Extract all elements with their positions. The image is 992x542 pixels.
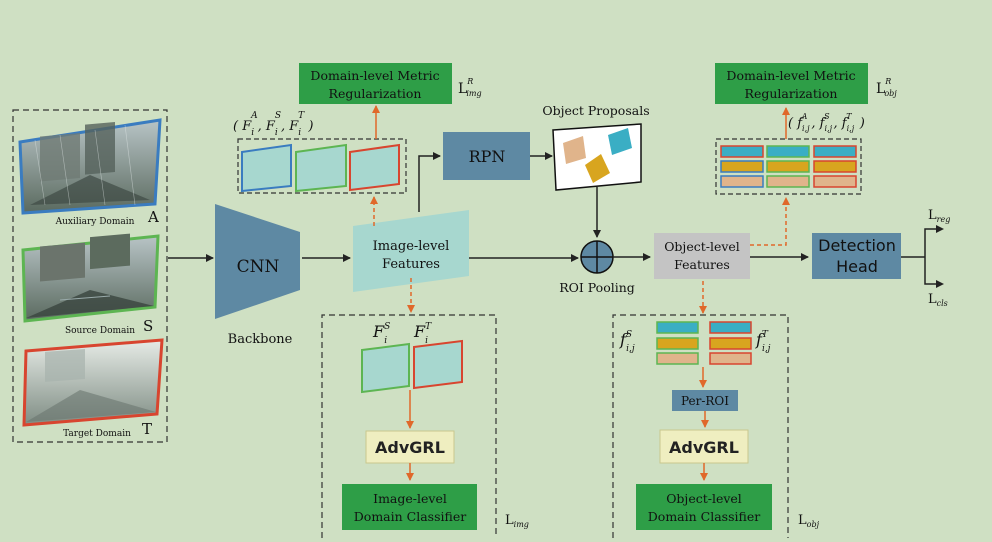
image-classifier-line1: Image-level: [373, 491, 447, 506]
object-features-line2: Features: [674, 257, 730, 272]
object-proposals-label: Object Proposals: [542, 103, 649, 118]
auxiliary-domain-image: [18, 118, 162, 215]
object-level-features-block: [654, 233, 750, 279]
per-roi-box: [672, 390, 738, 411]
image-level-features-block: [353, 210, 469, 292]
image-ft-plane: [413, 339, 463, 390]
image-metric-regularization-box: [299, 63, 452, 104]
object-classifier-line1: Object-level: [666, 491, 742, 506]
auxiliary-domain-letter: A: [147, 208, 159, 226]
object-target-features: [709, 321, 752, 365]
image-feature-source: [295, 143, 347, 193]
object-adv-loss: Lobj: [798, 513, 820, 529]
image-classifier-line2: Domain Classifier: [354, 509, 466, 524]
image-feature-auxiliary: [241, 143, 292, 193]
domains-dashed-group: [12, 109, 168, 443]
detection-head-block: [812, 233, 901, 279]
source-domain-caption: Source Domain: [65, 326, 135, 336]
image-feature-set-box: [237, 138, 407, 194]
image-advgrl-box: [365, 430, 455, 464]
object-advgrl-label: AdvGRL: [669, 438, 739, 457]
source-domain-letter: S: [143, 317, 153, 335]
proposal-box-1: [563, 136, 586, 164]
rpn-block: [443, 132, 530, 180]
image-feature-set-label: ( FiA, FiS, FiT ): [233, 111, 313, 138]
object-features-line1: Object-level: [664, 239, 740, 254]
target-domain-letter: T: [142, 420, 152, 438]
object-metric-line1: Domain-level Metric: [726, 68, 855, 83]
cls-loss-label: Lcls: [928, 292, 948, 308]
target-domain-image: [22, 338, 164, 427]
proposal-box-2: [608, 128, 632, 155]
image-metric-line2: Regularization: [329, 86, 422, 101]
image-metric-line1: Domain-level Metric: [310, 68, 439, 83]
image-adversarial-group: [321, 314, 497, 538]
per-roi-label: Per-ROI: [681, 394, 729, 408]
object-metric-line2: Regularization: [745, 86, 838, 101]
image-feature-target: [349, 143, 400, 192]
rpn-label: RPN: [469, 147, 506, 166]
backbone-label: Backbone: [228, 332, 293, 347]
object-source-features: [656, 321, 699, 365]
image-adv-loss: Limg: [505, 513, 529, 529]
image-domain-classifier-box: [342, 484, 477, 530]
object-advgrl-box: [659, 429, 749, 464]
proposal-box-3: [585, 154, 610, 183]
object-feature-grid: [720, 145, 857, 188]
roi-pooling-label: ROI Pooling: [559, 280, 635, 295]
cnn-label: CNN: [237, 257, 280, 277]
object-classifier-line2: Domain Classifier: [648, 509, 760, 524]
image-fs-plane: [361, 342, 410, 394]
detection-line1: Detection: [818, 236, 896, 255]
image-features-line2: Features: [382, 257, 440, 272]
reg-loss-label: Lreg: [928, 208, 950, 224]
detection-line2: Head: [836, 257, 878, 276]
image-features-line1: Image-level: [373, 239, 450, 254]
object-feature-set-label: ( fi,jA, fi,jS, fi,jT ): [788, 112, 865, 133]
image-advgrl-label: AdvGRL: [375, 438, 445, 457]
object-metric-regularization-box: [715, 63, 868, 104]
object-domain-classifier-box: [636, 484, 772, 530]
cnn-block: [215, 204, 300, 319]
source-domain-image: [21, 233, 160, 323]
object-feature-set-box: [715, 138, 862, 195]
object-adversarial-group: [612, 314, 789, 538]
target-domain-caption: Target Domain: [63, 429, 131, 439]
auxiliary-domain-caption: Auxiliary Domain: [55, 217, 135, 227]
roi-pooling-node: [580, 240, 614, 274]
